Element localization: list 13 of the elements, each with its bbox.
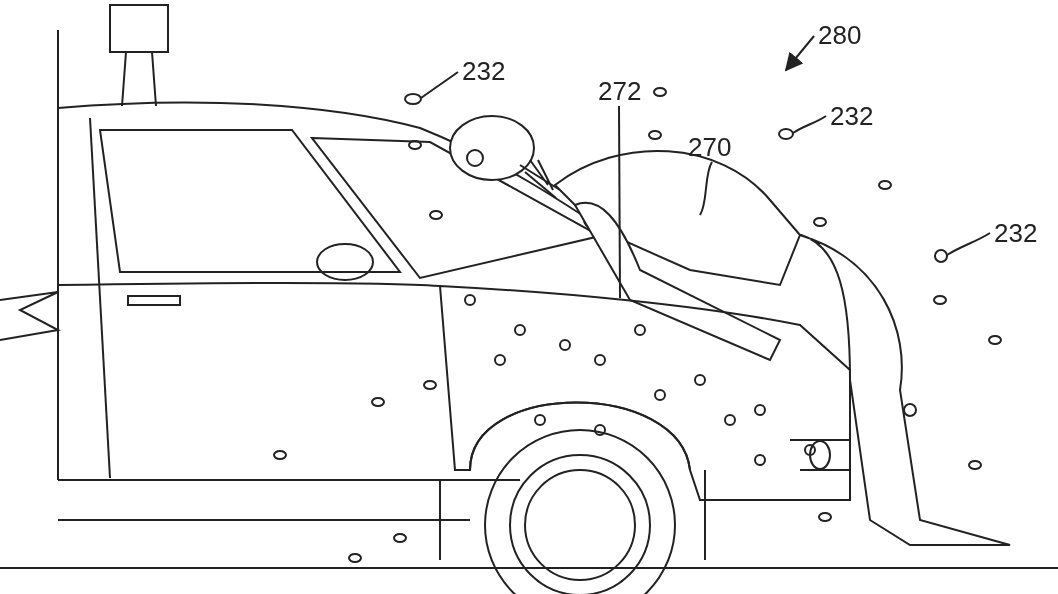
leader-line	[946, 232, 991, 256]
callout-number: 280	[818, 22, 862, 48]
callout-number: 232	[830, 103, 874, 129]
callout-number: 272	[598, 78, 642, 104]
reference-arrow	[784, 35, 815, 72]
callout-number: 232	[994, 220, 1038, 246]
callout-number: 270	[688, 134, 732, 160]
leader-line	[420, 71, 459, 99]
leader-line	[618, 105, 621, 299]
callout-number: 232	[462, 58, 506, 84]
leader-line	[792, 115, 827, 134]
debris-particle-icon	[404, 93, 422, 105]
leader-line	[699, 161, 713, 216]
